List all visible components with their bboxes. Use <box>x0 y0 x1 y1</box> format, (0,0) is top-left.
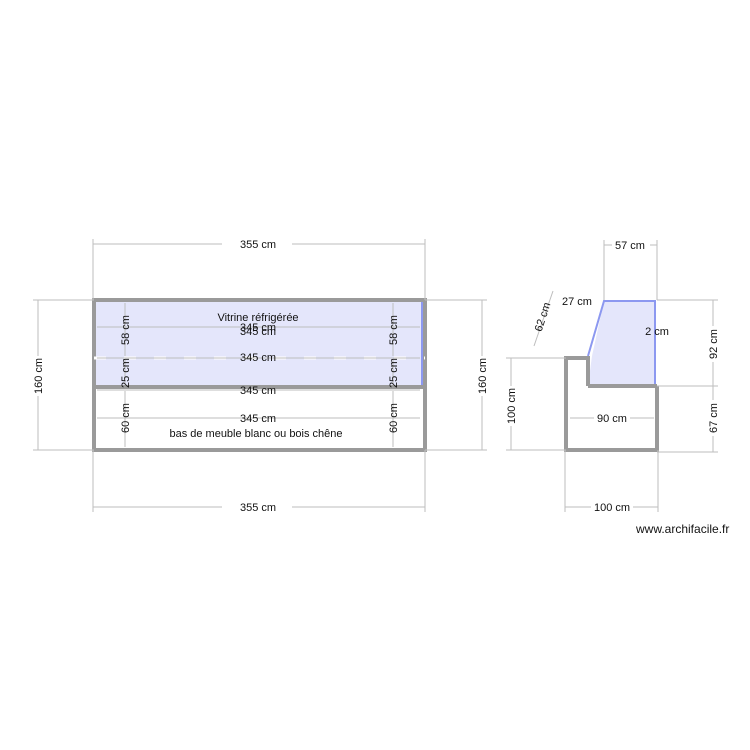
watermark-text: www.archifacile.fr <box>636 522 730 536</box>
front-width-bottom-label: 355 cm <box>240 502 276 514</box>
side-base-wall <box>564 356 659 452</box>
cabinet-outer-wall <box>92 298 427 452</box>
side-upper-height-label: 92 cm <box>708 329 720 359</box>
side-showcase-fill <box>588 301 655 386</box>
room-label-showcase: Vitrine réfrigérée <box>217 312 298 324</box>
side-slope-length-label: 62 cm <box>533 301 554 333</box>
side-slope-run-label: 27 cm <box>562 296 592 308</box>
showcase-fill <box>95 301 422 386</box>
front-width-top-label: 355 cm <box>240 239 276 251</box>
room-label-base-cabinet: bas de meuble blanc ou bois chêne <box>169 428 342 440</box>
side-showcase-outline <box>587 300 656 386</box>
section3-height-left: 60 cm <box>120 403 132 433</box>
side-lower-height-label: 67 cm <box>708 403 720 433</box>
inner-width-4-label: 345 cm <box>240 413 276 425</box>
inner-width-2-label: 345 cm <box>240 352 276 364</box>
inner-width-1-label: 345 cm <box>240 322 276 334</box>
side-top-width-label: 57 cm <box>615 240 645 252</box>
side-inner-depth-label: 90 cm <box>597 413 627 425</box>
side-front-depth-label: 2 cm <box>645 326 669 338</box>
inner-width-1b-label: 345 cm <box>240 326 276 338</box>
front-view: 355 cm 355 cm 160 cm 160 cm Vitrine réfr… <box>31 238 489 514</box>
front-height-left-label: 160 cm <box>33 358 45 394</box>
side-view: 57 cm 62 cm 27 cm 2 cm 92 cm 67 cm 100 c… <box>504 238 720 514</box>
front-height-right-label: 160 cm <box>477 358 489 394</box>
side-overall-depth-label: 100 cm <box>594 502 630 514</box>
section1-height-left: 58 cm <box>120 315 132 345</box>
section2-height-right: 25 cm <box>388 358 400 388</box>
side-left-height-label: 100 cm <box>506 388 518 424</box>
section3-height-right: 60 cm <box>388 403 400 433</box>
inner-width-3-label: 345 cm <box>240 385 276 397</box>
section1-height-right: 58 cm <box>388 315 400 345</box>
section2-height-left: 25 cm <box>120 358 132 388</box>
